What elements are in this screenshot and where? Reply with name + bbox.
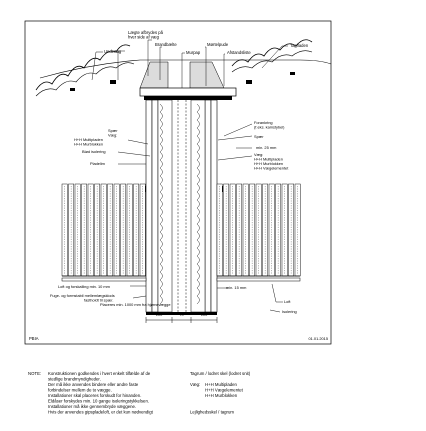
label-min15: min. 15 mm [226, 285, 246, 290]
insulation-wave-left [159, 103, 163, 305]
dimension-label-3: 100 [201, 312, 208, 317]
label-undertag: Undertag [104, 49, 122, 54]
wall-left-inner-board [151, 99, 159, 313]
label-braendbaelte: Brandbælte [155, 42, 177, 47]
tile-batten-right [246, 80, 252, 84]
tile-batten-left [110, 80, 116, 84]
label-laegte-1: Lægte afbrydes på [128, 30, 164, 35]
label-spaer-right: Spær [254, 134, 264, 139]
wall-right-outer-board [210, 99, 218, 313]
label-forankring-1: Forankring [254, 120, 273, 125]
ceiling-board-left [61, 277, 147, 282]
legend-vaeg: Væg: [190, 382, 200, 387]
dimension-label-1: 100 [156, 312, 163, 317]
note-heading: NOTE: [28, 371, 41, 376]
roof-space-boarding-right [216, 183, 301, 277]
label-multipladen-left: H+H Multipladen [74, 137, 103, 142]
label-isolering: Isolering [282, 309, 297, 314]
dimension-line: 100 70 100 [145, 312, 218, 323]
wall-left-outer-board [145, 99, 153, 313]
fire-wall-section [140, 99, 223, 315]
top-board-strip [144, 96, 232, 100]
label-pbia: PBIA [29, 336, 39, 341]
note-line-4: forbindelser mellem de to vægge. [48, 388, 112, 393]
label-vaegelement-right: H+H Vægelementet [254, 166, 289, 171]
wall-base [146, 312, 217, 315]
mortar-fill-left [139, 61, 169, 89]
label-murpap: Murpap [186, 50, 201, 55]
fire-board-top [139, 61, 237, 100]
label-fuge-1: Fuge- og formstabil mellemlægsklods [50, 293, 115, 298]
label-blod-isolering: Blød isolering [82, 149, 106, 154]
note-line-7: Installationer må ikke gennembryde vægge… [48, 404, 136, 409]
legend-murblokken: H+H Murblokken [205, 393, 238, 398]
roof-underlay [39, 59, 332, 79]
counter-batten-1 [70, 88, 75, 91]
drawing-labels: Lægte afbrydes på hver side af væg Brand… [29, 30, 328, 341]
roof-space-boarding-left [61, 183, 146, 277]
label-laegte-2: hver side af væg [128, 35, 160, 40]
legend-vaegelement: H+H Vægelementet [205, 388, 244, 393]
wall-right-inner-board [204, 99, 212, 313]
note-line-2: stedlige brandmyndigheder. [48, 377, 101, 382]
label-vaeg-right: Væg: [254, 152, 263, 157]
label-loft-forskalling: Loft og forskalling min. 10 mm [58, 284, 110, 289]
counter-batten-2 [290, 72, 295, 75]
note-line-8: Hvis der anvendes gipspladeloft, er det … [48, 410, 154, 415]
note-line-3: Der må ikke anvendes bindere eller andre… [48, 382, 139, 387]
label-afstandsliste: Afstandsliste [227, 50, 251, 55]
drawing-frame [24, 20, 332, 345]
legend-multipladen: H+H Multipladen [205, 382, 237, 387]
label-min25: min. 25 mm [256, 145, 276, 150]
legend-tagrum: Tagrum / lodret skel (lodret snit) [190, 371, 251, 376]
roof-tiles [35, 39, 313, 91]
label-date: 01.01.2015 [309, 336, 328, 341]
label-loft: Loft [284, 299, 291, 304]
ceiling-construction [61, 275, 301, 282]
note-line-5: Installationer skal placeres forskudt fo… [48, 393, 141, 398]
label-pladelm: Pladelim [90, 161, 105, 166]
label-spaer-left: Spær [108, 128, 118, 133]
notes-block: NOTE: Konstruktionen godkendes i hvert e… [28, 371, 251, 415]
label-murblokken-right: H+H Murblokken [254, 161, 283, 166]
legend-lejlighedsskel: Lejlighedsskel / tagrum [190, 410, 234, 415]
note-line-6: Eldåser forskydes min. 10 gange isolerin… [48, 399, 149, 404]
label-mortelpude: Mørtelpude [207, 42, 229, 47]
mortar-fill-right [189, 61, 225, 89]
note-line-1: Konstruktionen godkendes i hvert enkelt … [48, 371, 151, 376]
roof-assembly [35, 39, 332, 97]
leader-lines [91, 39, 288, 313]
roof-tiles-lower [35, 50, 313, 97]
label-murblokken-left: H+H Murblokken [74, 142, 103, 147]
wall-right-insulation [190, 99, 206, 313]
label-multipladen-right: H+H Multipladen [254, 157, 283, 162]
label-fuge-3: Placeres min. 1000 mm fra hjørnevægge [100, 302, 171, 307]
insulation-wave-right [196, 103, 200, 305]
dimension-label-2: 70 [179, 312, 184, 317]
label-vaeg-left: Væg: [108, 133, 117, 138]
top-board [139, 87, 237, 97]
label-forankring-2: (f.eks. kamstybel) [254, 125, 285, 130]
ceiling-board-right [216, 277, 301, 282]
label-tagflade: Tagfladen [290, 43, 309, 48]
label-fuge-2: fastholdt til spær. [84, 298, 113, 303]
